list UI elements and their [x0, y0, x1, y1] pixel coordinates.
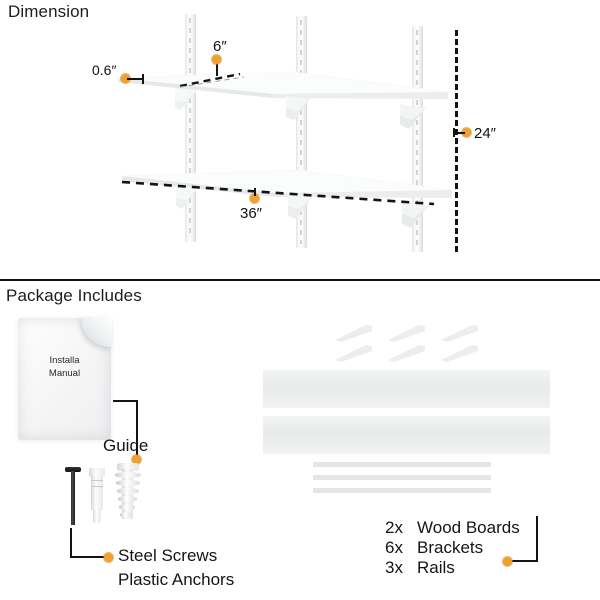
parts-count-row-2: 6x Brackets	[385, 538, 520, 558]
anchor-seam	[91, 486, 103, 487]
thickness-arrow-icon	[127, 74, 144, 84]
dimension-diagram: 0.6″ 6″ 24″ 36″	[0, 0, 600, 272]
anchor-seam	[91, 480, 103, 481]
section-title-dimension: Dimension	[8, 2, 90, 21]
fastener-callout-dot-icon	[104, 553, 113, 562]
count-qty-2: 6x	[385, 538, 403, 557]
shelf-bracket-upper-left	[175, 88, 197, 110]
shelf-bracket-upper-right	[400, 104, 426, 129]
screw-shaft	[71, 471, 75, 525]
flat-bracket-4	[335, 345, 372, 362]
counts-connector-vertical	[536, 516, 538, 562]
flat-rail-2	[313, 475, 491, 480]
callout-label-steel-screws: Steel Screws	[118, 546, 218, 565]
flat-bracket-6	[441, 345, 478, 362]
anchor-head	[117, 463, 139, 471]
manual-booklet-icon: Installa Manual	[18, 317, 112, 440]
count-item-3: Rails	[417, 558, 455, 577]
section-divider	[0, 279, 600, 281]
wall-rail-center	[296, 16, 307, 248]
dim-label-height: 24″	[474, 125, 496, 142]
anchor-core	[122, 469, 133, 519]
counts-connector-horizontal	[508, 560, 538, 562]
height-arrow-icon	[453, 128, 465, 137]
package-includes-diagram: Installa Manual Guide	[0, 300, 600, 600]
anchor-rib	[120, 512, 132, 518]
width-leader-line	[254, 188, 256, 196]
shelf-bracket-lower-right	[402, 202, 428, 228]
width-dash-line-lower	[121, 180, 435, 206]
guide-connector-vertical	[136, 400, 138, 458]
anchor-tip	[93, 509, 101, 524]
anchor-rib	[116, 480, 140, 486]
dimension-dot-icon-depth	[212, 55, 221, 64]
manual-cover-text: Installa Manual	[18, 354, 111, 380]
count-qty-3: 3x	[385, 558, 403, 577]
anchor-rib	[119, 504, 135, 510]
upper-shelf-board	[118, 71, 448, 99]
flat-wood-board-2	[263, 416, 550, 454]
flat-wood-board-1	[263, 370, 550, 408]
depth-dash-line-upper-front	[179, 76, 245, 88]
depth-dash-line-upper	[179, 72, 241, 88]
manual-line-2: Manual	[48, 368, 81, 379]
dimension-dot-icon-width	[250, 194, 259, 203]
dimension-dot-icon-thickness	[121, 74, 130, 83]
shelf-bracket-lower-left	[176, 186, 198, 209]
depth-leader-line	[216, 60, 218, 76]
count-item-1: Wood Boards	[417, 518, 520, 537]
count-qty-1: 2x	[385, 518, 403, 537]
flat-bracket-3	[441, 325, 478, 342]
flat-bracket-1	[335, 325, 372, 342]
rail-slots-icon	[300, 20, 302, 244]
wall-rail-left	[185, 14, 196, 242]
screw-head	[65, 467, 81, 472]
dim-label-thickness: 0.6″	[92, 62, 117, 78]
wall-rail-right	[412, 26, 423, 252]
dim-label-width: 36″	[240, 205, 262, 222]
callout-label-plastic-anchors: Plastic Anchors	[118, 570, 235, 589]
dimension-dot-icon-height	[462, 128, 471, 137]
parts-count-row-1: 2x Wood Boards	[385, 518, 520, 538]
rail-slots-icon	[189, 18, 191, 238]
guide-callout-dot-icon	[132, 455, 141, 464]
fastener-connector-vertical	[70, 528, 72, 558]
anchor-rib	[118, 496, 137, 502]
anchor-rib	[117, 488, 139, 494]
manual-line-1: Installa	[49, 355, 80, 366]
anchor-collar	[89, 468, 105, 477]
guide-connector-horizontal	[113, 400, 138, 402]
rail-slots-icon	[416, 30, 418, 248]
parts-count-list: 2x Wood Boards 6x Brackets 3x Rails	[385, 518, 520, 578]
shelf-bracket-lower-center	[288, 194, 312, 219]
section-title-package: Package Includes	[6, 286, 142, 305]
shelf-bracket-upper-center	[286, 96, 310, 120]
fastener-connector-horizontal	[70, 556, 108, 558]
plastic-anchor-icon-large	[113, 463, 143, 525]
steel-screw-icon	[65, 467, 81, 525]
page-curl-icon	[82, 317, 112, 347]
flat-bracket-2	[388, 325, 425, 342]
parts-count-row-3: 3x Rails	[385, 558, 520, 578]
dim-label-depth: 6″	[213, 38, 227, 55]
flat-rail-3	[313, 488, 491, 493]
anchor-rib	[115, 472, 141, 478]
flat-rail-1	[313, 462, 491, 467]
plastic-anchor-icon-small	[88, 468, 106, 524]
counts-callout-dot-icon	[503, 557, 512, 566]
flat-bracket-5	[388, 345, 425, 362]
count-item-2: Brackets	[417, 538, 484, 557]
callout-label-guide: Guide	[103, 436, 149, 455]
height-reference-dash-line	[455, 30, 458, 252]
anchor-body	[91, 476, 103, 510]
